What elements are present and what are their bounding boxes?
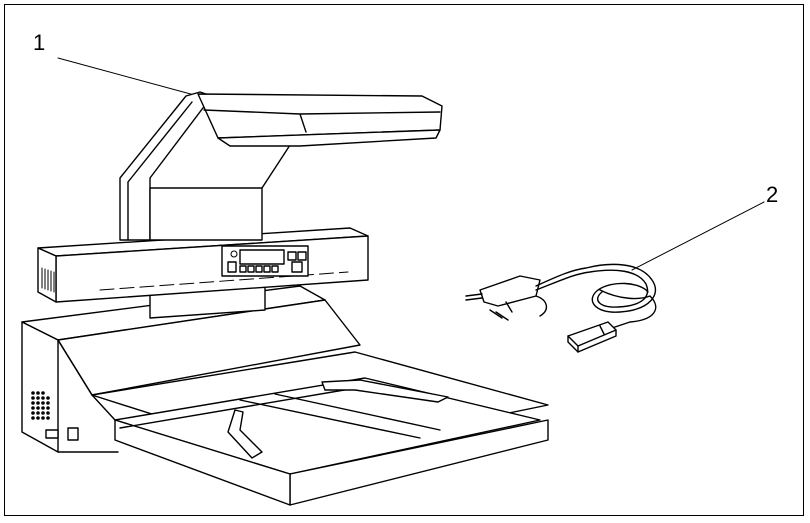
control-panel-icon xyxy=(221,245,309,277)
callout-label-2: 2 xyxy=(766,182,779,207)
plug-icon xyxy=(479,275,541,307)
head-vent-icon xyxy=(41,267,55,293)
callout-label-1: 1 xyxy=(33,30,46,55)
overhead-projector-icon xyxy=(21,91,549,506)
leader-line-1 xyxy=(57,57,199,97)
socket-icon xyxy=(67,427,79,441)
figure-frame xyxy=(4,4,804,516)
slide-strip-icon xyxy=(321,379,449,403)
leader-line-2 xyxy=(631,201,765,271)
power-switch-icon xyxy=(45,429,59,439)
slide-strip-icon xyxy=(227,409,263,459)
device-connector-icon xyxy=(567,321,617,347)
power-cord-icon xyxy=(465,263,657,353)
vent-grid-icon xyxy=(31,391,50,420)
